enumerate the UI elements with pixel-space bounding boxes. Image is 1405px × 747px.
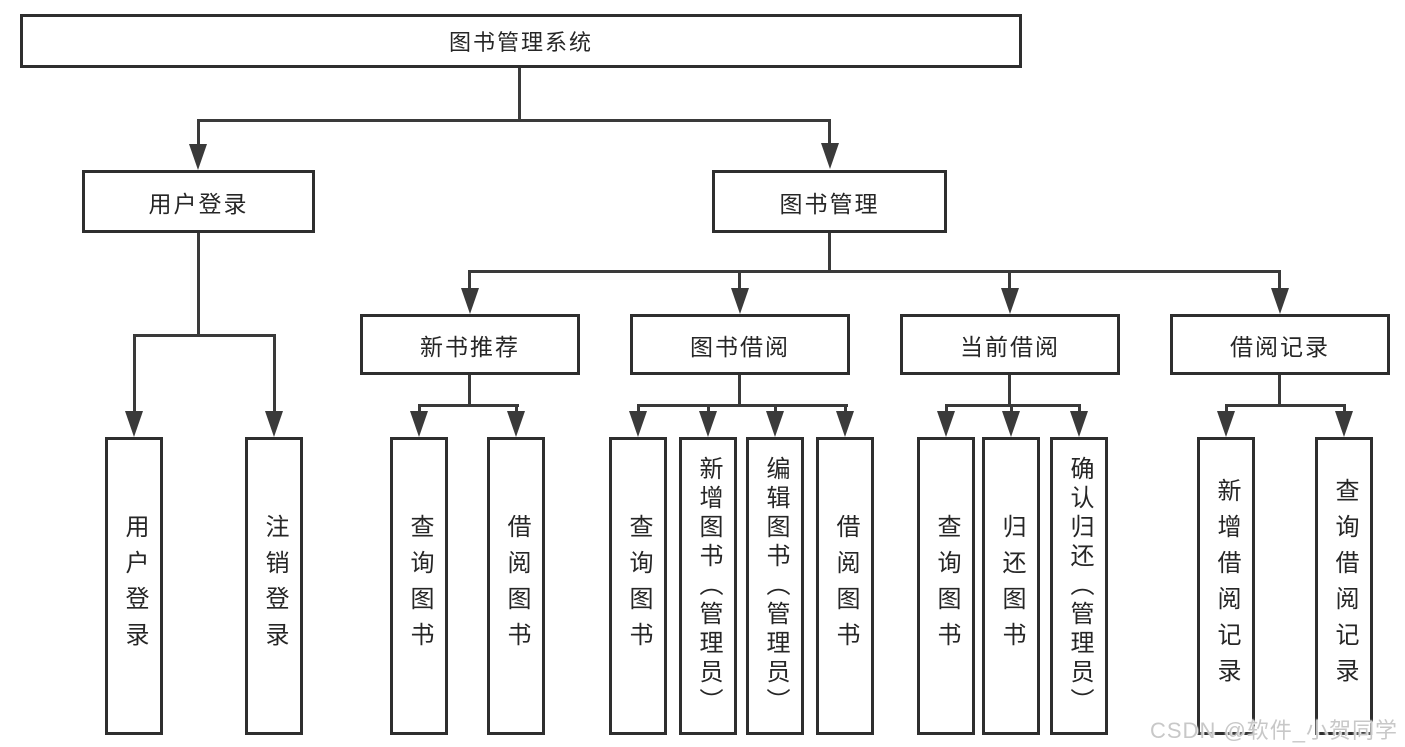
connector-arrow (507, 411, 525, 437)
node-current-borrow: 当前借阅 (900, 314, 1120, 375)
leaf-record-add-borrow-record: 新增借阅记录 (1197, 437, 1255, 735)
node-root: 图书管理系统 (20, 14, 1022, 68)
node-current-borrow-label: 当前借阅 (960, 333, 1060, 360)
connector-line (468, 270, 471, 290)
node-borrow-record-label: 借阅记录 (1230, 333, 1330, 360)
connector-line (945, 404, 1081, 407)
node-book-borrow: 图书借阅 (630, 314, 850, 375)
connector-arrow (410, 411, 428, 437)
leaf-user-login-label: 用户登录 (121, 514, 148, 658)
connector-line (774, 404, 777, 413)
node-book-management-label: 图书管理 (779, 190, 880, 217)
node-book-management: 图书管理 (712, 170, 947, 233)
connector-arrow (125, 411, 143, 437)
node-book-borrow-label: 图书借阅 (690, 333, 790, 360)
leaf-borrow-query-book-label: 查询图书 (625, 514, 652, 658)
connector-arrow (1070, 411, 1088, 437)
node-user-login-label: 用户登录 (148, 190, 249, 217)
leaf-record-query-borrow-record-label: 查询借阅记录 (1331, 478, 1358, 694)
connector-arrow (699, 411, 717, 437)
leaf-record-add-borrow-record-label: 新增借阅记录 (1213, 478, 1240, 694)
leaf-current-query-book-label: 查询图书 (933, 514, 960, 658)
leaf-newbook-borrow-book-label: 借阅图书 (503, 514, 530, 658)
leaf-user-login: 用户登录 (105, 437, 163, 735)
connector-line (1225, 404, 1346, 407)
connector-arrow (766, 411, 784, 437)
connector-line (468, 270, 1281, 273)
connector-line (518, 68, 521, 120)
leaf-newbook-query-book-label: 查询图书 (406, 514, 433, 658)
connector-line (1225, 404, 1228, 413)
leaf-borrow-borrow-book-label: 借阅图书 (832, 514, 859, 658)
leaf-borrow-add-book-admin: 新增图书（管理员） (679, 437, 737, 735)
connector-line (738, 375, 741, 405)
leaf-borrow-edit-book-admin: 编辑图书（管理员） (746, 437, 804, 735)
csdn-watermark: CSDN @软件_小贺同学 (1150, 718, 1399, 743)
connector-line (418, 404, 421, 413)
connector-line (637, 404, 848, 407)
connector-arrow (937, 411, 955, 437)
connector-line (1008, 270, 1011, 290)
connector-line (637, 404, 640, 413)
connector-line (197, 119, 200, 146)
connector-line (418, 404, 519, 407)
connector-arrow (1001, 288, 1019, 314)
leaf-borrow-borrow-book: 借阅图书 (816, 437, 874, 735)
connector-arrow (821, 143, 839, 169)
node-user-login: 用户登录 (82, 170, 315, 233)
connector-line (1278, 375, 1281, 405)
connector-line (1278, 270, 1281, 290)
connector-line (1078, 404, 1081, 413)
connector-line (738, 270, 741, 290)
node-new-book-recommend-label: 新书推荐 (420, 333, 520, 360)
leaf-record-query-borrow-record: 查询借阅记录 (1315, 437, 1373, 735)
leaf-borrow-query-book: 查询图书 (609, 437, 667, 735)
connector-line (273, 334, 276, 412)
connector-line (197, 119, 831, 122)
connector-arrow (1002, 411, 1020, 437)
leaf-current-return-book-label: 归还图书 (998, 514, 1025, 658)
node-root-label: 图书管理系统 (448, 30, 593, 55)
connector-arrow (189, 144, 207, 170)
connector-arrow (1335, 411, 1353, 437)
leaf-current-confirm-return-admin: 确认归还（管理员） (1050, 437, 1108, 735)
connector-line (707, 404, 710, 413)
connector-line (515, 404, 518, 413)
connector-line (1010, 404, 1013, 413)
connector-arrow (836, 411, 854, 437)
leaf-newbook-query-book: 查询图书 (390, 437, 448, 735)
connector-arrow (629, 411, 647, 437)
connector-arrow (265, 411, 283, 437)
connector-line (197, 233, 200, 335)
leaf-current-return-book: 归还图书 (982, 437, 1040, 735)
connector-arrow (731, 288, 749, 314)
connector-line (945, 404, 948, 413)
connector-arrow (461, 288, 479, 314)
leaf-logout: 注销登录 (245, 437, 303, 735)
leaf-borrow-edit-book-admin-label: 编辑图书（管理员） (762, 455, 789, 717)
connector-line (133, 334, 136, 412)
node-new-book-recommend: 新书推荐 (360, 314, 580, 375)
leaf-logout-label: 注销登录 (261, 514, 288, 658)
connector-line (1008, 375, 1011, 405)
node-borrow-record: 借阅记录 (1170, 314, 1390, 375)
connector-line (844, 404, 847, 413)
leaf-newbook-borrow-book: 借阅图书 (487, 437, 545, 735)
connector-line (133, 334, 276, 337)
connector-arrow (1217, 411, 1235, 437)
connector-line (1343, 404, 1346, 413)
connector-line (828, 233, 831, 271)
leaf-borrow-add-book-admin-label: 新增图书（管理员） (695, 455, 722, 717)
connector-arrow (1271, 288, 1289, 314)
leaf-current-confirm-return-admin-label: 确认归还（管理员） (1066, 455, 1093, 717)
connector-line (468, 375, 471, 405)
connector-line (828, 119, 831, 145)
leaf-current-query-book: 查询图书 (917, 437, 975, 735)
